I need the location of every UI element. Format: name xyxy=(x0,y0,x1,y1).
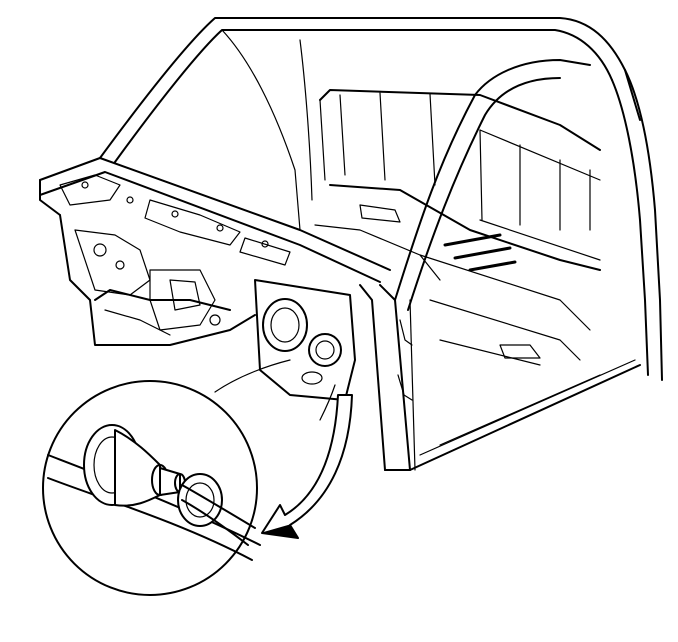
cowl-panel xyxy=(39,157,391,283)
door-opening xyxy=(359,59,641,471)
callout-arrow xyxy=(261,394,353,539)
callout-detail xyxy=(42,380,261,596)
firewall xyxy=(59,214,356,421)
panel-hole xyxy=(177,473,223,527)
cab-interior xyxy=(314,89,601,366)
roof-frame xyxy=(99,17,663,381)
